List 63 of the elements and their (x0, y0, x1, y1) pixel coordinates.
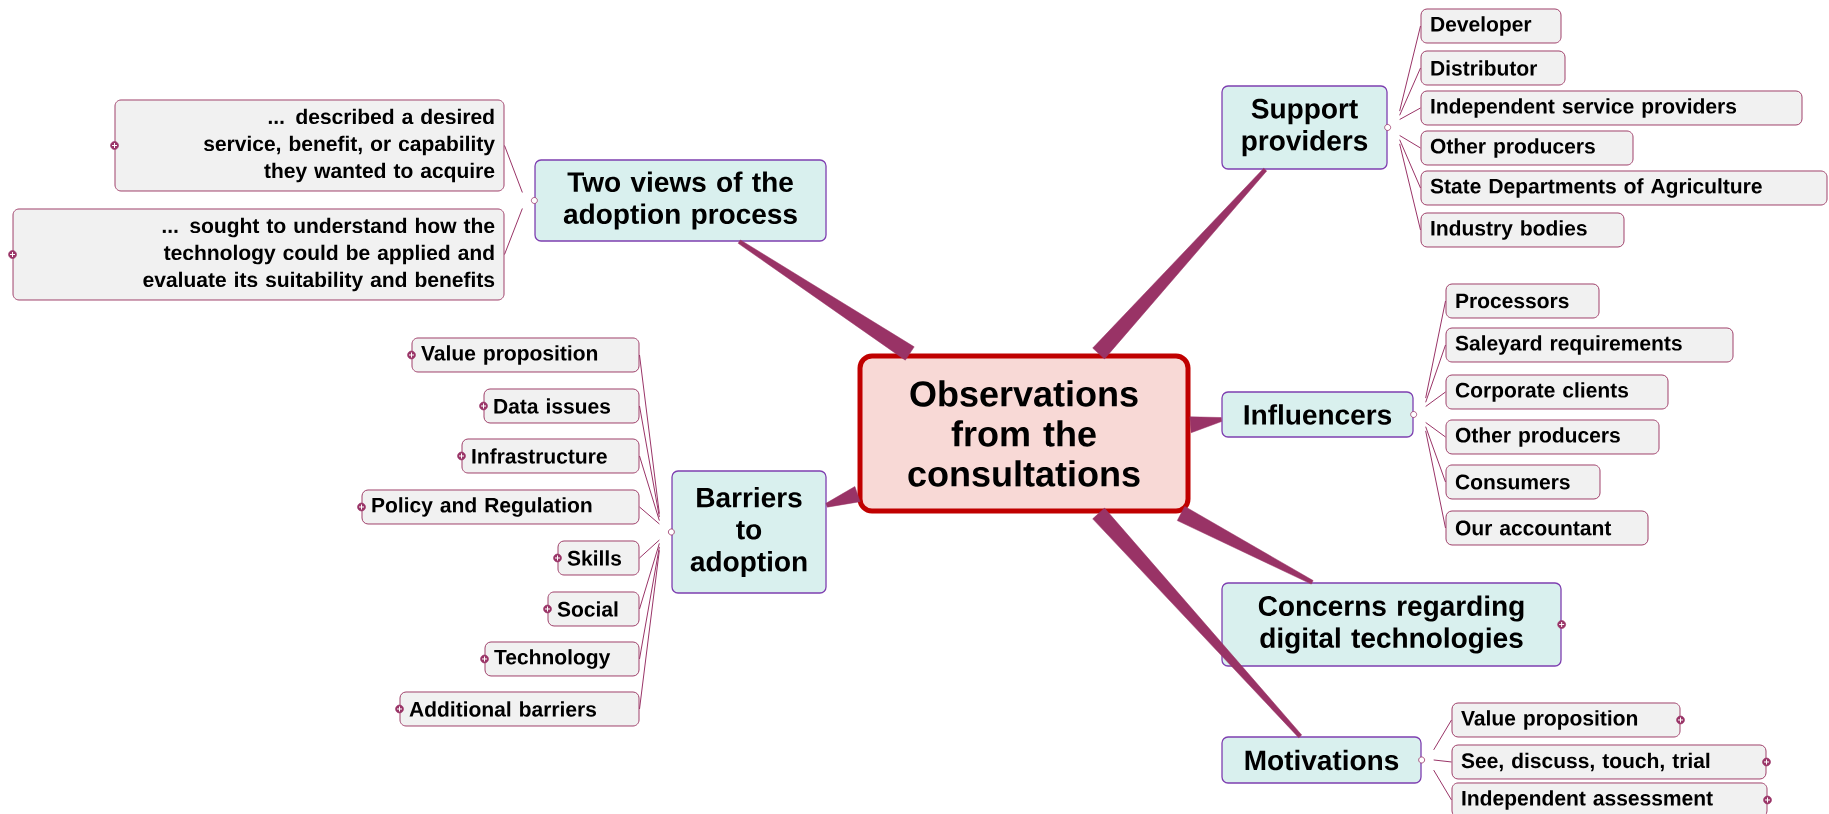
connector-line (504, 145, 523, 193)
branch-connector (1092, 168, 1267, 360)
connector-line (1399, 67, 1421, 116)
connector-line (1433, 719, 1452, 751)
subtopic-box: Skills (557, 540, 640, 576)
subtopic-box: Independent service providers (1420, 90, 1803, 126)
branch-connector (1189, 416, 1222, 433)
topic-box: Concerns regarding digital technologies (1221, 582, 1562, 667)
subtopic-box: Industry bodies (1420, 212, 1625, 248)
connector-line (1425, 430, 1446, 529)
subtopic-box: Infrastructure (461, 438, 640, 474)
connector-line (639, 455, 660, 522)
topic-box: Influencers (1221, 391, 1414, 438)
subtopic-box: Saleyard requirements (1445, 327, 1734, 363)
connector-line (639, 539, 660, 559)
subtopic-box: Distributor (1420, 50, 1566, 86)
connector-line (1399, 139, 1421, 189)
connector-line (639, 546, 660, 660)
subtopic-box: Data issues (483, 388, 640, 424)
connector-line (1425, 344, 1446, 403)
connector-line (639, 354, 660, 515)
subtopic-box: Technology (484, 641, 640, 677)
subtopic-box: Consumers (1445, 464, 1601, 500)
connector-line (639, 405, 660, 518)
topic-box: Two views of the adoption process (534, 159, 827, 242)
connector-line (1433, 759, 1452, 763)
connector-line (1425, 391, 1446, 407)
subtopic-box: Policy and Regulation (361, 489, 640, 525)
subtopic-box: ... sought to understand how the technology could be applied and evaluate its suitability and benefits (12, 208, 505, 301)
connector-line (1399, 135, 1421, 149)
subtopic-box: ... described a desired service, benefit, or capability they wanted to acquire (114, 99, 505, 192)
connector-line (1425, 422, 1446, 438)
topic-box: Barriers to adoption (671, 470, 827, 594)
subtopic-box: Independent assessment (1451, 782, 1768, 814)
connector-line (639, 506, 660, 525)
subtopic-box: See, discuss, touch, trial (1451, 744, 1767, 780)
connector-line (639, 549, 660, 710)
subtopic-box: Corporate clients (1445, 374, 1669, 410)
branch-connector (1177, 506, 1314, 585)
subtopic-box: Processors (1445, 283, 1600, 319)
connector-line (504, 208, 523, 255)
branch-connector (825, 486, 861, 508)
subtopic-box: Value proposition (1451, 702, 1681, 738)
connector-line (1433, 769, 1452, 801)
branch-connector (737, 239, 915, 361)
subtopic-box: State Departments of Agriculture (1420, 170, 1828, 206)
connector-line (1425, 300, 1446, 399)
connector-line (1399, 25, 1421, 112)
subtopic-box: Additional barriers (399, 691, 640, 727)
topic-box: Motivations (1221, 736, 1422, 784)
connector-line (1399, 143, 1421, 231)
branch-connector (1092, 507, 1302, 738)
subtopic-box: Other producers (1445, 419, 1660, 455)
subtopic-box: Our accountant (1445, 510, 1649, 546)
subtopic-box: Other producers (1420, 130, 1634, 166)
topic-box: Support providers (1221, 85, 1388, 170)
central-topic-box: Observations from the consultations (857, 353, 1191, 514)
subtopic-box: Social (547, 591, 640, 627)
subtopic-box: Value proposition (411, 337, 640, 373)
connector-line (1399, 107, 1421, 120)
connector-line (639, 542, 660, 610)
subtopic-box: Developer (1420, 8, 1562, 44)
connector-line (1425, 426, 1446, 483)
